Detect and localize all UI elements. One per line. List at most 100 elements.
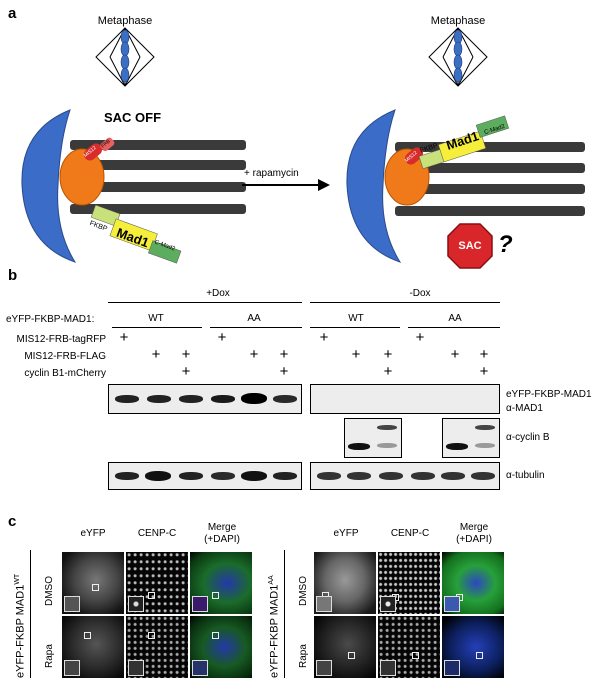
plus-sign: + xyxy=(279,346,289,363)
blot-band xyxy=(379,472,403,480)
col-merge2-right: (+DAPI) xyxy=(456,534,492,545)
right-metaphase-title: Metaphase xyxy=(430,15,486,27)
col-eyfp-right: eYFP xyxy=(333,528,359,539)
wt-plus-dox-line xyxy=(112,327,202,328)
blot-band xyxy=(377,425,397,430)
col-merge-left: Merge xyxy=(207,522,237,533)
zoom-box xyxy=(84,632,91,639)
col-merge2-left: (+DAPI) xyxy=(204,534,240,545)
aa-plus-dox-label: AA xyxy=(247,313,261,324)
right-kinetochore-icon xyxy=(384,148,430,206)
plus-sign: + xyxy=(415,329,425,346)
plus-sign: + xyxy=(450,346,460,363)
cyclin-antibody-label: α-cyclin B xyxy=(506,432,550,443)
plus-sign: + xyxy=(181,346,191,363)
tubulin-blot-minus-dox xyxy=(310,462,500,490)
blot-band xyxy=(475,443,495,448)
plus-sign: + xyxy=(151,346,161,363)
group-right-bracket xyxy=(284,550,285,678)
plus-dox-line xyxy=(108,302,302,303)
group-left-bracket xyxy=(30,550,31,678)
plus-sign: + xyxy=(319,329,329,346)
col-eyfp-left: eYFP xyxy=(80,528,106,539)
rapamycin-arrowhead xyxy=(318,179,330,191)
blot-band xyxy=(411,472,435,480)
micrograph-eyfp-dmso-wt xyxy=(62,552,124,614)
panel-c-label: c xyxy=(8,513,17,530)
blot-band xyxy=(441,472,465,480)
blot-band xyxy=(273,395,297,403)
micrograph-eyfp-dmso-aa xyxy=(314,552,376,614)
blot-band xyxy=(377,443,397,448)
aa-minus-dox-line xyxy=(408,327,500,328)
zoom-inset xyxy=(380,596,396,612)
aa-plus-dox-line xyxy=(210,327,302,328)
left-metaphase-title: Metaphase xyxy=(97,15,153,27)
blot-band xyxy=(471,472,495,480)
sac-stop-sign-icon xyxy=(447,223,493,269)
zoom-inset xyxy=(316,596,332,612)
plus-sign: + xyxy=(383,363,393,380)
blot-band xyxy=(211,395,235,403)
plus-sign: + xyxy=(119,329,129,346)
mad1-blot-name: eYFP-FKBP-MAD1 xyxy=(506,389,592,400)
blot-band xyxy=(115,472,139,480)
aa-minus-dox-label: AA xyxy=(448,313,462,324)
col-merge-right: Merge xyxy=(459,522,489,533)
mad1-blot-minus-dox xyxy=(310,384,500,414)
minus-dox-line xyxy=(310,302,500,303)
zoom-inset xyxy=(444,660,460,676)
left-mis12-icon xyxy=(83,143,103,161)
wt-plus-dox-label: WT xyxy=(148,313,164,324)
blot-band xyxy=(115,395,139,403)
group-right-label: eYFP-FKBP MAD1AA xyxy=(268,575,281,678)
cyclin-blot-wt xyxy=(344,418,402,458)
wt-minus-dox-line xyxy=(310,327,400,328)
left-kinetochore-icon xyxy=(59,148,105,206)
row-dmso-right: DMSO xyxy=(298,576,309,606)
zoom-inset xyxy=(316,660,332,676)
plus-sign: + xyxy=(383,346,393,363)
right-microtubules xyxy=(395,142,585,216)
micrograph-merge-rapa-wt xyxy=(190,616,252,678)
blot-band xyxy=(147,395,171,403)
zoom-box xyxy=(212,592,219,599)
right-mis12-icon xyxy=(404,147,424,165)
blot-band xyxy=(179,472,203,480)
zoom-inset xyxy=(192,660,208,676)
tubulin-blot-plus-dox xyxy=(108,462,302,490)
zoom-box xyxy=(412,652,419,659)
wt-minus-dox-label: WT xyxy=(348,313,364,324)
blot-band xyxy=(145,471,171,481)
question-mark: ? xyxy=(498,231,513,258)
zoom-inset xyxy=(64,596,80,612)
mad1-antibody-label: α-MAD1 xyxy=(506,403,543,414)
sac-label: SAC xyxy=(458,240,482,252)
plus-sign: + xyxy=(181,363,191,380)
right-mad1-complex-icon xyxy=(418,115,510,169)
plus-dox-label: +Dox xyxy=(206,288,230,299)
right-chromosome-icon xyxy=(453,29,463,83)
col-cenpc-right: CENP-C xyxy=(390,528,430,539)
micrograph-cenpc-rapa-aa xyxy=(378,616,440,678)
blot-band xyxy=(347,472,371,480)
zoom-box xyxy=(148,632,155,639)
plus-sign: + xyxy=(479,346,489,363)
cyclin-blot-aa xyxy=(442,418,500,458)
left-frb-icon xyxy=(100,137,115,152)
plus-sign: + xyxy=(279,363,289,380)
plus-sign: + xyxy=(351,346,361,363)
blot-band xyxy=(348,443,370,450)
micrograph-eyfp-rapa-wt xyxy=(62,616,124,678)
panel-b-label: b xyxy=(8,267,18,284)
blot-band xyxy=(475,425,495,430)
mad1-blot-plus-dox xyxy=(108,384,302,414)
micrograph-merge-dmso-aa xyxy=(442,552,504,614)
row-rapa-right: Rapa xyxy=(298,644,309,668)
zoom-inset xyxy=(192,596,208,612)
blot-band xyxy=(446,443,468,450)
zoom-inset xyxy=(128,660,144,676)
tubulin-antibody-label: α-tubulin xyxy=(506,470,545,481)
zoom-inset xyxy=(128,596,144,612)
row-rapa-left: Rapa xyxy=(44,644,55,668)
